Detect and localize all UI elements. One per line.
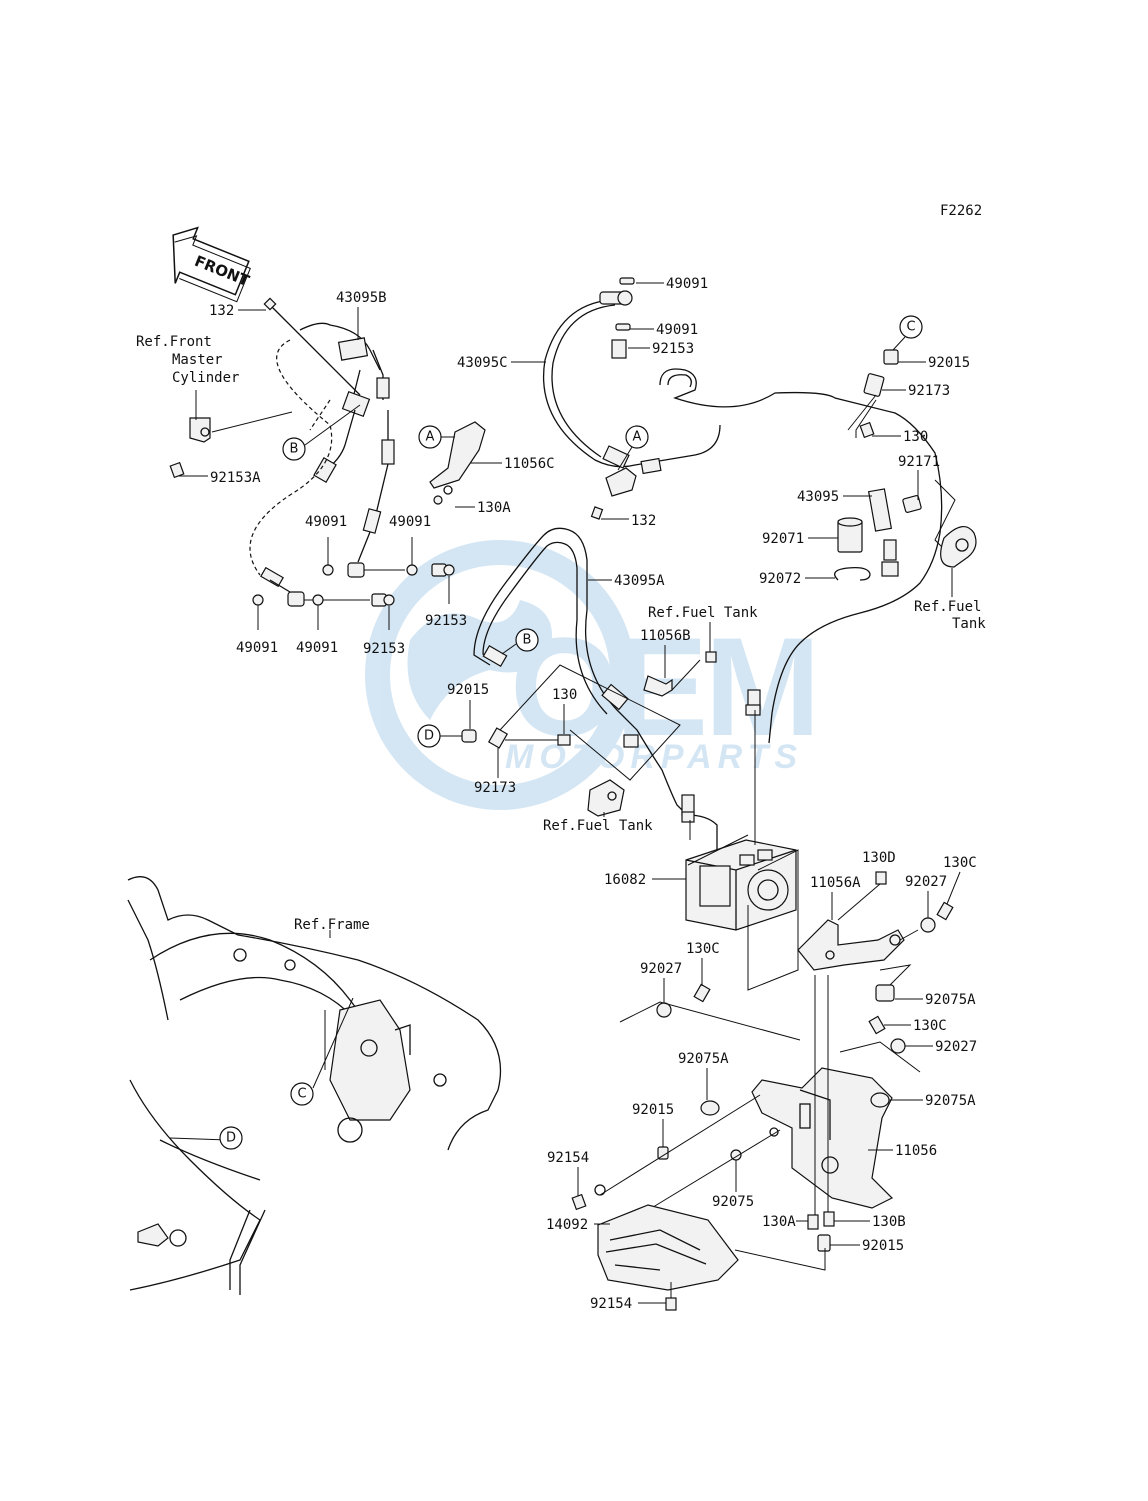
clip-parts-center [461, 664, 681, 817]
label-92071: 92071 [762, 531, 804, 547]
ref-circle-A-left: A [418, 425, 455, 449]
label-49091-b: 49091 [389, 514, 431, 530]
brake-hose-43095C [542, 277, 721, 520]
ref-circle-D-frame: D [219, 1126, 243, 1150]
label-92173-top: 92173 [908, 383, 950, 399]
label-92075A-c: 92075A [925, 1093, 976, 1109]
bracket-11056C [429, 421, 486, 505]
ref-frame: Ref.Frame [294, 917, 370, 933]
part-labels: 132 43095B Ref.Front Master Cylinder 921… [136, 276, 986, 1312]
figure-code: F2262 [940, 203, 982, 219]
svg-text:D: D [226, 1131, 236, 1146]
ref-circle-B-left: B [282, 404, 361, 461]
label-43095B: 43095B [336, 290, 387, 306]
label-92075: 92075 [712, 1194, 754, 1210]
label-92015-bot: 92015 [862, 1238, 904, 1254]
label-132-mid: 132 [631, 513, 656, 529]
ref-circle-B-mid: B [501, 628, 539, 655]
svg-text:D: D [424, 729, 434, 744]
label-49091-d: 49091 [296, 640, 338, 656]
label-92015-top: 92015 [928, 355, 970, 371]
label-92154-a: 92154 [547, 1150, 589, 1166]
ref-circle-C-top: C [892, 315, 923, 351]
ref-fuel-right-line1: Ref.Fuel [914, 599, 981, 615]
label-43095: 43095 [797, 489, 839, 505]
label-92027-a: 92027 [905, 874, 947, 890]
svg-text:C: C [297, 1087, 306, 1102]
svg-text:C: C [906, 320, 915, 335]
label-130D: 130D [862, 850, 896, 866]
label-92027-c: 92027 [935, 1039, 977, 1055]
label-130A-top: 130A [477, 500, 511, 516]
washers-left [252, 537, 455, 630]
cover-14092 [571, 1184, 739, 1311]
label-49091-c: 49091 [236, 640, 278, 656]
label-130C-b: 130C [686, 941, 720, 957]
label-14092: 14092 [546, 1217, 588, 1233]
ref-fuel-mid: Ref.Fuel Tank [648, 605, 758, 621]
label-49091-e: 49091 [666, 276, 708, 292]
ref-circle-A-mid: A [617, 425, 649, 471]
master-cylinder-bracket [169, 390, 293, 479]
label-92154-b: 92154 [590, 1296, 632, 1312]
sensor-clip-parts [834, 349, 977, 581]
label-49091-a: 49091 [305, 514, 347, 530]
svg-text:A: A [633, 430, 642, 445]
ref-fuel-low: Ref.Fuel Tank [543, 818, 653, 834]
label-92075A-b: 92075A [678, 1051, 729, 1067]
label-43095C: 43095C [457, 355, 508, 371]
label-92173-mid: 92173 [474, 780, 516, 796]
label-11056A: 11056A [810, 875, 861, 891]
ref-circle-C-frame: C [290, 1082, 314, 1106]
label-132-top: 132 [209, 303, 234, 319]
label-92027-b: 92027 [640, 961, 682, 977]
label-11056C: 11056C [504, 456, 555, 472]
bracket-11056 [599, 975, 894, 1271]
label-92153-a: 92153 [425, 613, 467, 629]
label-130-mid: 130 [552, 687, 577, 703]
label-92075A-a: 92075A [925, 992, 976, 1008]
abs-unit [685, 710, 799, 991]
label-11056B: 11056B [640, 628, 691, 644]
label-92153A: 92153A [210, 470, 261, 486]
front-brake-hose-assembly [249, 297, 395, 607]
ref-fuel-right-line2: Tank [952, 616, 986, 632]
brake-hose-43095A [473, 527, 718, 880]
label-130C-a: 130C [943, 855, 977, 871]
label-43095A: 43095A [614, 573, 665, 589]
label-130C-c: 130C [913, 1018, 947, 1034]
ref-master-line1: Ref.Front [136, 334, 212, 350]
svg-text:A: A [426, 430, 435, 445]
bracket-11056A [619, 871, 954, 1073]
ref-master-line3: Cylinder [172, 370, 239, 386]
label-130B: 130B [872, 1214, 906, 1230]
bracket-11056B [643, 651, 717, 697]
label-92015-low: 92015 [632, 1102, 674, 1118]
brake-hose-43095 [659, 368, 943, 744]
label-92153-b: 92153 [363, 641, 405, 657]
label-49091-f: 49091 [656, 322, 698, 338]
label-92015-mid: 92015 [447, 682, 489, 698]
label-11056: 11056 [895, 1143, 937, 1159]
label-130A-low: 130A [762, 1214, 796, 1230]
svg-text:B: B [523, 633, 532, 648]
ref-master-line2: Master [172, 352, 223, 368]
svg-text:B: B [290, 442, 299, 457]
front-arrow-icon: FRONT [172, 226, 253, 303]
label-16082: 16082 [604, 872, 646, 888]
label-92171: 92171 [898, 454, 940, 470]
label-92072: 92072 [759, 571, 801, 587]
frame-section [127, 876, 502, 1295]
label-92153-c: 92153 [652, 341, 694, 357]
ref-circle-D-mid: D [417, 724, 462, 748]
label-130-top: 130 [903, 429, 928, 445]
